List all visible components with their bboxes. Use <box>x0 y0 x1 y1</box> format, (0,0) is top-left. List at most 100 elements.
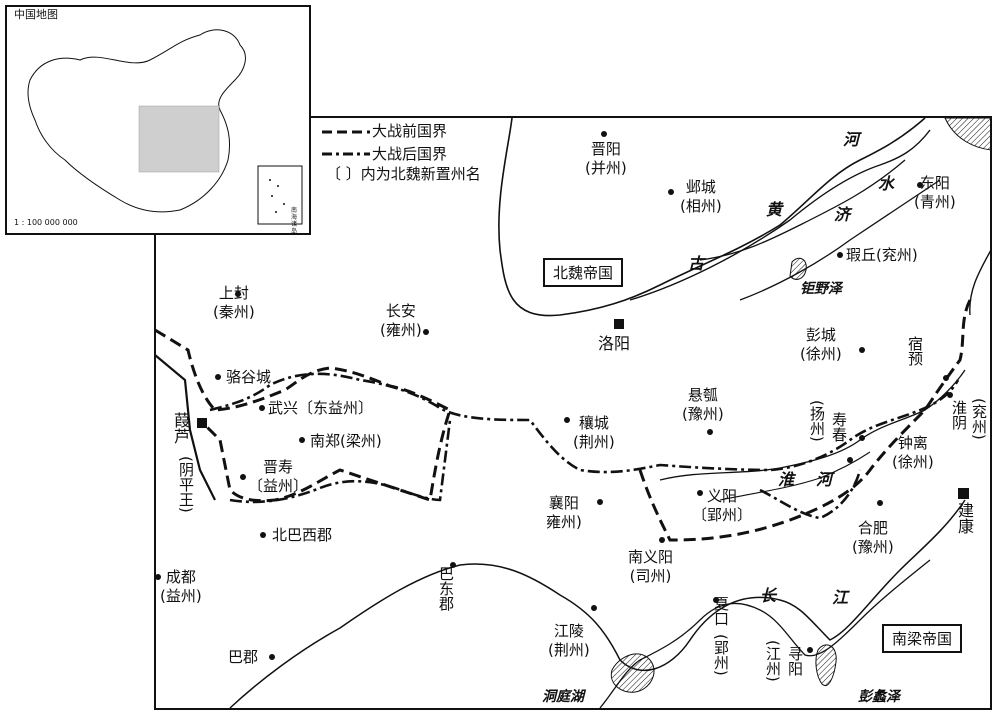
river-label-huai: 淮 <box>778 470 795 489</box>
city-rangcheng: 穰城(荆州) <box>573 414 615 452</box>
city-jinyang: 晋阳(并州) <box>585 140 627 178</box>
city-dot <box>697 490 703 496</box>
city-province: (豫州) <box>852 538 894 556</box>
inset-scale: 1 : 100 000 000 <box>14 218 78 227</box>
capital-jiankang: 建康 <box>955 502 974 534</box>
city-province: (秦州) <box>213 303 255 321</box>
city-name: 邺城 <box>685 178 716 196</box>
city-beibaxi: 北巴西郡 <box>272 526 332 545</box>
city-dot <box>601 131 607 137</box>
river-label-shui: 水 <box>878 174 895 193</box>
city-province: 〔郢州〕 <box>692 506 753 524</box>
inset-china-outline <box>27 29 246 213</box>
river-label-chang: 长 <box>760 586 777 605</box>
label-yingzhou: (郢州) <box>712 634 730 676</box>
city-dot <box>450 562 456 568</box>
river-label-jiang: 江 <box>832 588 849 607</box>
pengli-lake <box>815 644 837 686</box>
west-boundary <box>154 354 216 501</box>
river-label-huai-he: 河 <box>816 470 833 489</box>
city-dot <box>591 605 597 611</box>
label-yangzhou: (扬州) <box>808 400 826 442</box>
city-dot <box>260 532 266 538</box>
city-wuxing: 武兴〔东益州〕 <box>268 399 373 418</box>
city-dot <box>659 537 665 543</box>
city-name: 成都 <box>165 568 196 586</box>
inset-highlight <box>138 105 220 173</box>
legend-bracket-note: 〔 〕内为北魏新置州名 <box>326 165 481 183</box>
city-chengdu: 成都(益州) <box>160 568 202 606</box>
ji-river <box>699 159 906 261</box>
city-province: (相州) <box>680 197 722 215</box>
inset-south-sea-label: 南海诸岛 <box>291 207 298 235</box>
empire-south-label: 南梁帝国 <box>882 624 963 653</box>
ne-sea <box>944 117 992 151</box>
city-name: 晋阳 <box>590 140 621 158</box>
juye-marsh <box>789 257 807 280</box>
huai-river-south <box>719 451 871 501</box>
island <box>275 211 277 213</box>
city-dot <box>943 375 949 381</box>
label-suyu: 宿预 <box>906 336 924 366</box>
city-dot <box>423 329 429 335</box>
city-dot <box>259 405 265 411</box>
prewar-border <box>154 328 452 503</box>
city-dot <box>564 417 570 423</box>
city-xiaqiu: 瑕丘(兖州) <box>846 246 918 265</box>
city-province: (荆州) <box>573 433 615 451</box>
city-dot <box>837 252 843 258</box>
city-name: 江陵 <box>553 622 584 640</box>
label-jialu-note: (阴平王) <box>177 456 195 513</box>
city-dot <box>713 597 719 603</box>
city-dot <box>597 499 603 505</box>
city-dot <box>707 429 713 435</box>
city-province: (徐州) <box>800 345 842 363</box>
lake-label-dongting: 洞庭湖 <box>542 689 584 705</box>
city-name: 悬瓠 <box>687 386 718 404</box>
capital-marker-luoyang <box>614 319 624 329</box>
city-province: (徐州) <box>892 453 934 471</box>
city-dongyang: 东阳(青州) <box>914 174 956 212</box>
dongting-lake <box>610 653 655 693</box>
city-name: 东阳 <box>919 174 950 192</box>
city-name: 南义阳 <box>628 548 674 566</box>
city-name: 长安 <box>385 302 416 320</box>
label-yanzhou: (兖州) <box>970 398 988 440</box>
postwar-border-south <box>229 419 452 504</box>
label-xunyang: 寻阳 <box>786 646 804 676</box>
inset-south-sea-box <box>257 165 303 225</box>
yellow-river-north-bank <box>498 117 926 317</box>
city-markers <box>155 131 953 660</box>
label-shouchun: 寿春 <box>830 412 848 442</box>
city-hefei: 合肥(豫州) <box>852 519 894 557</box>
island <box>271 195 273 197</box>
city-name: 南郑(梁州) <box>310 432 382 450</box>
city-dot <box>859 435 865 441</box>
city-name: 骆谷城 <box>226 368 272 386</box>
city-yecheng: 邺城(相州) <box>680 178 722 216</box>
capital-marker-jiankang <box>958 488 969 499</box>
river-label-ji: 济 <box>834 205 851 224</box>
empire-north-label: 北魏帝国 <box>543 258 624 287</box>
city-dot <box>847 457 853 463</box>
city-name: 晋寿 <box>263 458 294 476</box>
city-dot <box>155 574 161 580</box>
city-name: 襄阳 <box>548 494 579 512</box>
capital-luoyang: 洛阳 <box>598 334 631 353</box>
city-province: (荆州) <box>548 641 590 659</box>
city-dot <box>917 182 923 188</box>
city-dot <box>240 474 246 480</box>
city-name: 彭城 <box>805 326 836 344</box>
city-nanzheng: 南郑(梁州) <box>310 432 382 451</box>
city-name: 合肥 <box>857 519 888 537</box>
city-dot <box>877 500 883 506</box>
lake-label-juye: 钜野泽 <box>800 281 842 297</box>
city-dot <box>269 654 275 660</box>
legend-prewar-label: 大战前国界 <box>372 122 448 140</box>
lake-label-pengli: 彭蠡泽 <box>858 689 900 705</box>
city-pengcheng: 彭城(徐州) <box>800 326 842 364</box>
city-name: 穰城 <box>578 414 609 432</box>
island <box>277 185 279 187</box>
city-name: 钟离 <box>897 434 928 452</box>
capital-marker-jialu <box>197 418 207 428</box>
